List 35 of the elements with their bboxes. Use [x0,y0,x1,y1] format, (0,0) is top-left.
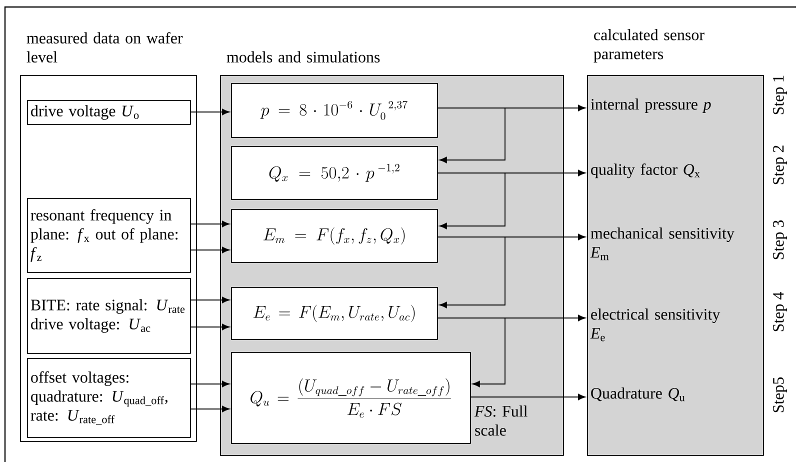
step-label: Step 2 [773,146,787,184]
step-label: Step 1 [773,76,787,114]
arrow [437,172,506,230]
formula-box: $E_{m} = F(f_{x}, f_{z}, Q_{x})$ [231,209,438,263]
step-label: Step5 [773,377,787,412]
input-box: offset voltages: quadrature: U$_{quad_off}$, rate: U$_{rate_off}$ [27,358,191,438]
arrow [190,246,230,254]
arrow [437,108,506,164]
step-label: Step 3 [773,220,787,260]
formula-box: $Q_{x} = 50{,}2\cdot p^{\;-1{,}2}$ [231,146,438,200]
column-heading: measured data on wafer level [26,32,183,63]
column-heading: models and simulations [226,51,380,63]
formula-box: $E_{e} = F(E_{m}, U_{rate}, U_{ac})$ [231,287,438,340]
parameter-text: internal pressure p [590,98,711,113]
arrow [470,394,586,400]
parameter-text: Quadrature Q$_{u}$ [591,387,685,402]
arrow [190,296,230,304]
arrow [190,406,230,412]
parameter-text: quality factor Q$_{x}$ [591,163,700,178]
column-heading: calculated sensor parameters [594,29,704,63]
arrow [190,108,230,116]
step-label: Step 4 [773,292,787,332]
arrow [190,324,230,330]
arrow [190,220,230,228]
input-box: resonant frequency in plane: f$_{x}$ out of plane: f$_{z}$ [27,198,191,273]
input-box: drive voltage U$_{o}$ [27,100,191,125]
arrow [437,318,506,388]
parameter-text: mechanical sensitivity E$_{m}$ [590,227,734,260]
formula-box: $Q_{u} = \frac{\left(U_{quad\_off} - U_{rate\_off}\right)}{E_{e}\cdot FS}$ [231,352,471,444]
arrow [437,236,506,308]
formula-box: $p = 8\cdot 10^{-6}\cdot U_{0}^{\;\;2{,}37}$ [231,83,438,138]
note-text: FS: Full scale [474,405,528,436]
arrow [190,380,230,388]
input-box: BITE: rate signal: U$_{rate}$ drive voltage: U$_{ac}$ [27,278,191,354]
parameter-text: electrical sensitivity E$_{e}$ [590,308,720,342]
